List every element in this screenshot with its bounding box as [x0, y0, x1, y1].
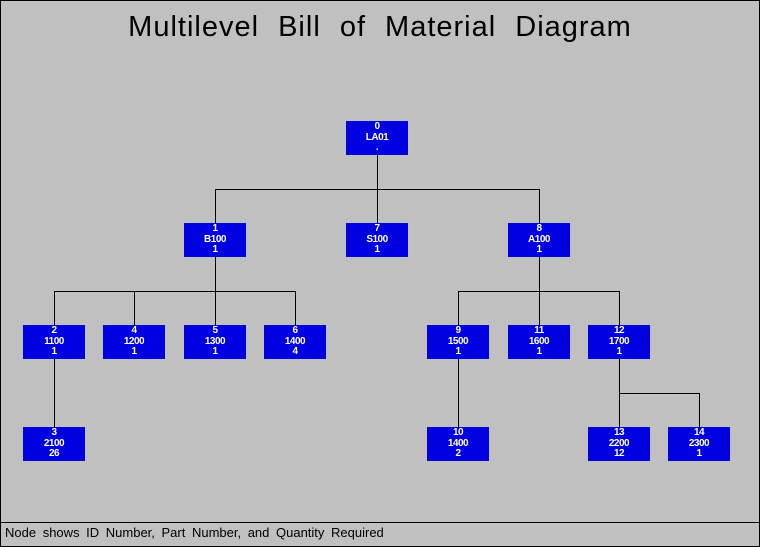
node-part-number: 2300: [688, 437, 710, 449]
node-id-number: 6: [292, 325, 298, 336]
node-quantity: 1: [536, 244, 542, 255]
node-id-number: 2: [51, 325, 57, 336]
connector-line: [215, 189, 216, 224]
node-part-number: B100: [204, 233, 226, 245]
connector-line: [619, 291, 620, 326]
node-quantity: 26: [48, 448, 60, 459]
node-id-number: 10: [452, 427, 464, 438]
connector-line: [54, 291, 296, 292]
connector-line: [539, 189, 540, 224]
node-part-number: 1100: [44, 335, 64, 347]
node-quantity: 4: [292, 346, 298, 357]
node-quantity: 12: [613, 448, 625, 459]
node-part-number: 1300: [204, 335, 226, 347]
connector-line: [215, 257, 216, 292]
node-id-number: 13: [613, 427, 625, 438]
connector-line: [54, 393, 55, 428]
node-part-number: 1600: [528, 335, 550, 347]
connector-line: [215, 291, 216, 326]
node-part-number: 1200: [123, 335, 145, 347]
node-id-number: 11: [534, 325, 544, 336]
connector-line: [54, 359, 55, 394]
node-id-number: 3: [51, 427, 57, 438]
connector-line: [619, 393, 700, 394]
node-part-number: 2100: [43, 437, 65, 449]
node-quantity: 1: [131, 346, 137, 357]
node-quantity: 1: [455, 346, 461, 357]
connector-line: [539, 291, 540, 326]
diagram-title: Multilevel Bill of Material Diagram: [128, 11, 632, 43]
node-id-number: 12: [613, 325, 625, 336]
node-quantity: 1: [616, 346, 622, 357]
node-part-number: 1700: [608, 335, 630, 347]
node-part-number: 1500: [447, 335, 469, 347]
connector-line: [699, 393, 700, 428]
node-quantity: 1: [536, 346, 542, 357]
node-quantity: 1: [696, 448, 702, 459]
node-id-number: 9: [455, 325, 461, 336]
connector-line: [295, 291, 296, 326]
connector-line: [458, 393, 459, 428]
connector-line: [619, 393, 620, 428]
node-part-number: 1400: [447, 437, 469, 449]
node-part-number: 2200: [608, 437, 630, 449]
node-id-number: 1: [212, 223, 218, 234]
node-part-number: 1400: [284, 335, 306, 347]
footnote: Node shows ID Number, Part Number, and Q…: [5, 525, 384, 540]
connector-line: [458, 359, 459, 394]
connector-line: [539, 257, 540, 292]
connector-line: [134, 291, 135, 326]
node-quantity: 1: [51, 346, 57, 357]
node-id-number: 5: [212, 325, 218, 336]
node-id-number: 7: [374, 223, 380, 234]
node-id-number: 0: [374, 121, 380, 132]
node-quantity: .: [375, 142, 379, 153]
connector-line: [54, 291, 55, 326]
footnote-divider: [1, 522, 759, 523]
node-quantity: 2: [455, 448, 461, 459]
connector-line: [619, 359, 620, 394]
node-id-number: 14: [693, 427, 705, 438]
node-id-number: 8: [536, 223, 542, 234]
connector-line: [377, 155, 378, 190]
node-quantity: 1: [212, 346, 218, 357]
node-id-number: 4: [131, 325, 137, 336]
node-quantity: 1: [374, 244, 380, 255]
node-part-number: LA01: [365, 131, 389, 143]
connector-line: [458, 291, 459, 326]
node-quantity: 1: [212, 244, 218, 255]
connector-line: [377, 189, 378, 224]
node-part-number: S100: [366, 233, 388, 245]
node-part-number: A100: [528, 233, 550, 245]
